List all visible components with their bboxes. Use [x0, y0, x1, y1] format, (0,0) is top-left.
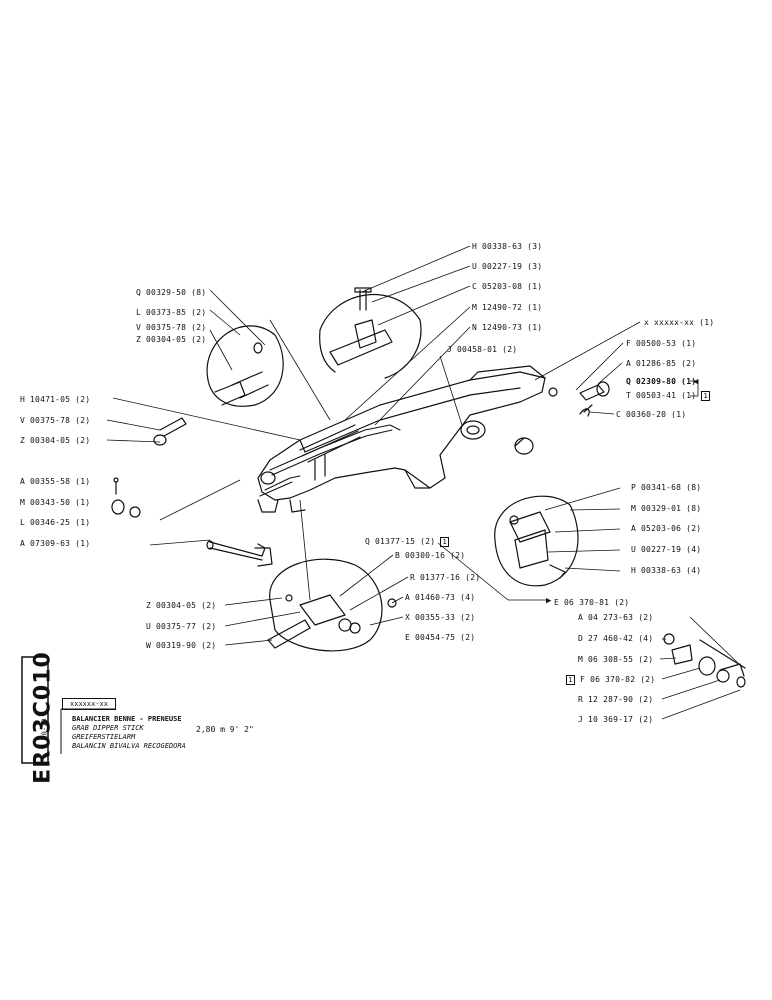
callout-label: Z 00304-05 (2) — [136, 335, 207, 344]
title-de: GREIFERSTIELARM — [72, 733, 136, 741]
callout-label: J 00458-01 (2) — [447, 345, 518, 354]
box-marker: 1 — [566, 675, 575, 685]
arrow-icon: ▶ — [546, 596, 552, 606]
callout-label: Z 00304-05 (2) — [20, 436, 91, 445]
right-pin-group — [514, 381, 610, 455]
detail-circle-right — [494, 495, 579, 587]
callout-label: E 00454-75 (2) — [405, 633, 476, 642]
callout-label: V 00375-78 (2) — [20, 416, 91, 425]
detail-circle-top — [319, 287, 422, 379]
callout-label: Z 00304-05 (2) — [146, 601, 217, 610]
callout-label: B 00300-16 (2) — [395, 551, 466, 560]
callout-label: C 00360-20 (1) — [616, 410, 687, 419]
callout-label: Q 00329-50 (8) — [136, 288, 207, 297]
title-es: BALANCIN BIVALVA RECOGEDORA — [72, 742, 186, 750]
callout-label: T 00503-41 (1) 1 — [626, 391, 711, 401]
box-marker: 1 — [701, 391, 711, 401]
callout-label: M 12490-72 (1) — [472, 303, 543, 312]
callout-label: C 05203-08 (1) — [472, 282, 543, 291]
callout-label: H 00338-63 (3) — [472, 242, 543, 251]
callout-label: F 00500-53 (1) — [626, 339, 697, 348]
callout-label: Q 01377-15 (2) 1 — [365, 537, 450, 547]
callout-label: R 12 287-90 (2) — [578, 695, 654, 704]
leader-lines — [106, 245, 741, 720]
dipper-stick-arm — [257, 365, 546, 513]
hydraulic-pipes — [259, 424, 401, 497]
callout-label: U 00227-19 (3) — [472, 262, 543, 271]
callout-label: A 01286-85 (2) — [626, 359, 697, 368]
callout-label: M 00343-50 (1) — [20, 498, 91, 507]
callout-label: A 05203-06 (2) — [631, 524, 702, 533]
callout-label: U 00375-77 (2) — [146, 622, 217, 631]
callout-label: A 00355-58 (1) — [20, 477, 91, 486]
callout-label: L 00346-25 (1) — [20, 518, 91, 527]
title-en: GRAB DIPPER STICK — [72, 724, 144, 732]
arrow-icon: ◀ — [693, 377, 699, 387]
callout-label: R 01377-16 (2) — [410, 573, 481, 582]
title-fr: BALANCIER BENNE - PRENEUSE — [72, 715, 182, 723]
left-pin-group — [111, 417, 273, 567]
callout-label: U 00227-19 (4) — [631, 545, 702, 554]
sheet-code-border — [21, 656, 49, 764]
detail-circle-bottom — [267, 558, 397, 652]
callout-label: H 00338-63 (4) — [631, 566, 702, 575]
callout-label: Q 02309-80 (1) — [626, 377, 697, 386]
callout-label: A 07309-63 (1) — [20, 539, 91, 548]
callout-label: D 27 460-42 (4) — [578, 634, 654, 643]
stick-size: 2,80 m 9' 2" — [196, 725, 254, 734]
detail-circle-left — [206, 325, 284, 407]
title-block-border — [60, 708, 116, 754]
callout-label: V 00375-78 (2) — [136, 323, 207, 332]
callout-label: E 06 370-81 (2) — [554, 598, 630, 607]
callout-label: H 10471-05 (2) — [20, 395, 91, 404]
callout-label: L 00373-85 (2) — [136, 308, 207, 317]
callout-label: M 06 308-55 (2) — [578, 655, 654, 664]
callout-label: X 00355-33 (2) — [405, 613, 476, 622]
callout-label: A 04 273-63 (2) — [578, 613, 654, 622]
callout-label: J 10 369-17 (2) — [578, 715, 654, 724]
box-marker: 1 — [440, 537, 450, 547]
callout-label: P 00341-68 (8) — [631, 483, 702, 492]
callout-label: 1 F 06 370-82 (2) — [566, 675, 655, 685]
callout-label: M 00329-01 (8) — [631, 504, 702, 513]
callout-label: A 01460-73 (4) — [405, 593, 476, 602]
callout-label: W 00319-90 (2) — [146, 641, 217, 650]
callout-label: N 12490-73 (1) — [472, 323, 543, 332]
far-right-parts — [663, 633, 746, 688]
callout-label: x xxxxx-xx (1) — [644, 318, 715, 327]
